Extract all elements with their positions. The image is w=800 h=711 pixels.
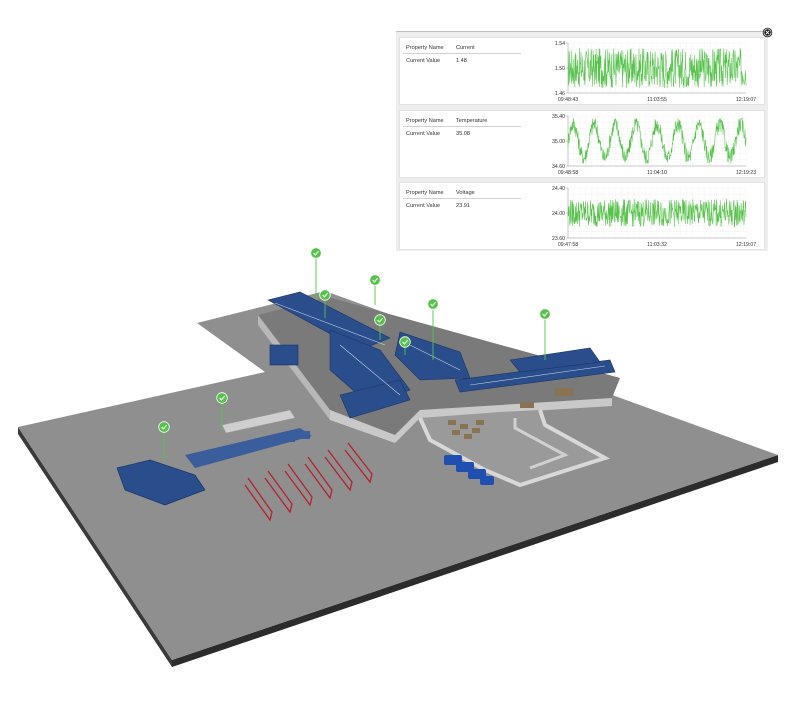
check-circle-icon	[369, 274, 381, 286]
x-tick-label: 09:48:43	[558, 97, 578, 103]
property-name-value: Temperature	[456, 118, 488, 124]
y-tick-label: 1.46	[555, 91, 565, 97]
status-marker-coil[interactable]	[374, 314, 386, 340]
storage-shelf	[221, 409, 296, 434]
status-marker-cooling[interactable]	[427, 298, 439, 360]
property-name-label: Property Name	[406, 118, 444, 124]
feed-stations	[255, 431, 310, 448]
check-circle-icon	[319, 289, 331, 301]
check-circle-icon	[427, 298, 439, 310]
floor-front-edge	[172, 455, 778, 667]
delivery-trucks	[444, 455, 494, 485]
series-line-voltage	[567, 198, 747, 228]
x-tick-label: 09:48:58	[558, 170, 578, 176]
x-tick-label: 12:19:07	[736, 242, 756, 248]
y-tick-label: 24.40	[552, 186, 565, 192]
series-line-temperature	[567, 117, 747, 164]
service-yard-wall	[418, 409, 611, 488]
check-circle-icon	[399, 336, 411, 348]
service-yard-inner-wall	[513, 418, 569, 470]
check-circle-icon	[158, 421, 170, 433]
check-circle-icon	[216, 392, 228, 404]
property-name-label: Property Name	[406, 45, 444, 51]
property-name-value: Voltage	[456, 190, 475, 196]
status-marker-finishing[interactable]	[399, 336, 411, 355]
line-details	[274, 302, 606, 396]
current-value: 23.91	[456, 203, 470, 209]
coil-racks	[244, 442, 373, 522]
y-tick-label: 1.50	[555, 66, 565, 72]
factory-floor	[18, 291, 778, 660]
floor-side	[18, 427, 172, 667]
pallet-stacks	[448, 388, 573, 439]
y-tick-label: 24.00	[552, 211, 565, 217]
check-circle-icon	[310, 247, 322, 259]
building-wall	[258, 315, 330, 420]
y-tick-label: 1.54	[555, 41, 565, 47]
status-marker-mill[interactable]	[319, 289, 331, 318]
current-value: 35.08	[456, 131, 470, 137]
property-name-label: Property Name	[406, 190, 444, 196]
status-marker-stacker[interactable]	[539, 308, 551, 360]
furnace-unit	[116, 459, 206, 506]
status-marker-press[interactable]	[310, 247, 322, 300]
x-tick-label: 12:19:07	[736, 97, 756, 103]
series-line-current	[567, 47, 747, 89]
close-icon[interactable]	[762, 27, 773, 38]
status-marker-furnace[interactable]	[158, 421, 170, 460]
y-tick-label: 35.00	[552, 139, 565, 145]
x-tick-label: 09:47:58	[558, 242, 578, 248]
y-tick-label: 35.40	[552, 114, 565, 120]
current-value-label: Current Value	[406, 131, 441, 137]
x-tick-label: 11:03:32	[647, 242, 667, 248]
building-wall-front	[330, 398, 612, 443]
check-circle-icon	[539, 308, 551, 320]
current-value: 1.48	[456, 58, 467, 64]
current-value-label: Current Value	[406, 203, 441, 209]
x-tick-label: 11:03:55	[647, 97, 667, 103]
property-name-value: Current	[456, 45, 475, 51]
x-tick-label: 12:19:23	[736, 170, 756, 176]
divider	[403, 53, 521, 54]
status-marker-entry[interactable]	[216, 392, 228, 430]
x-tick-label: 11:04:10	[647, 170, 667, 176]
current-value-label: Current Value	[406, 58, 441, 64]
y-tick-label: 34.60	[552, 164, 565, 170]
divider	[403, 126, 521, 127]
status-marker-roller[interactable]	[369, 274, 381, 305]
furnace-conveyor	[185, 428, 312, 468]
y-tick-label: 23.60	[552, 236, 565, 242]
divider	[403, 198, 521, 199]
check-circle-icon	[374, 314, 386, 326]
